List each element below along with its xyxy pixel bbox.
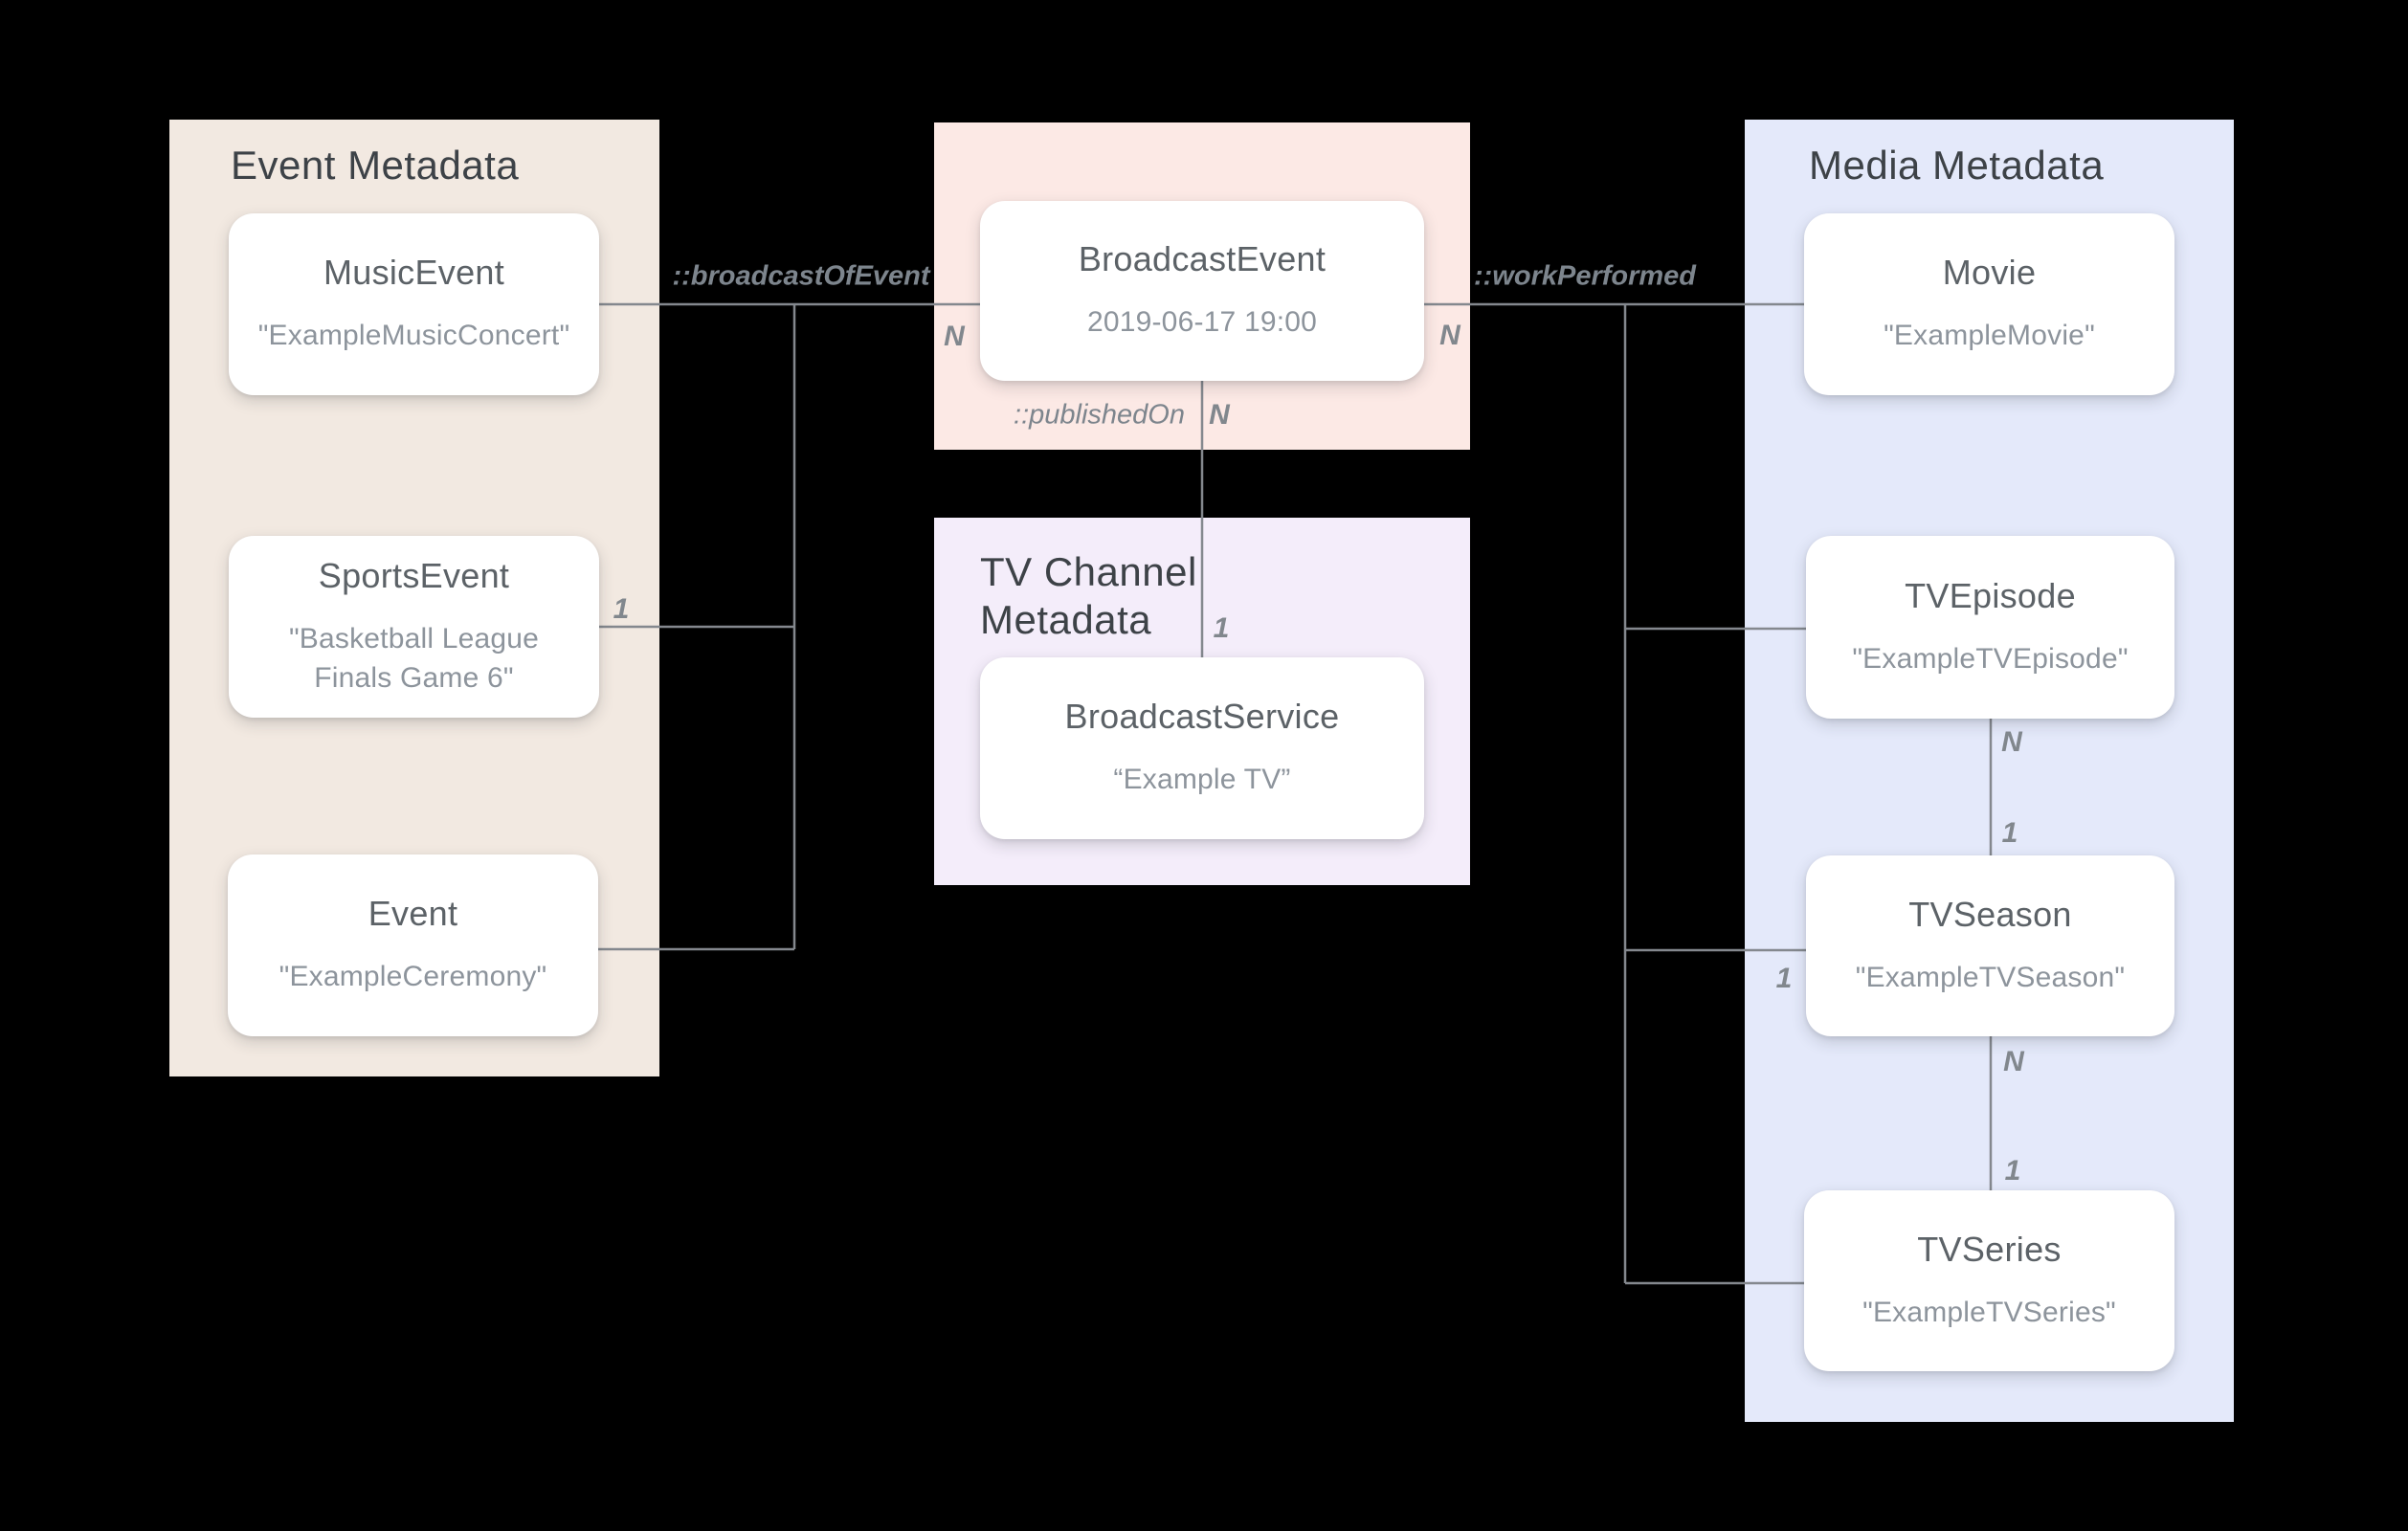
music-event-card-subtitle: "ExampleMusicConcert": [257, 320, 570, 352]
tv-channel-metadata-title: TV Channel Metadata: [980, 549, 1197, 642]
broadcast-event-card: BroadcastEvent 2019-06-17 19:00: [980, 201, 1424, 381]
tv-series-card-title: TVSeries: [1917, 1229, 2062, 1269]
cardinality-tv-season-trunk-one: 1: [1775, 963, 1793, 994]
tv-episode-card-title: TVEpisode: [1905, 575, 2076, 615]
tv-series-card: TVSeries "ExampleTVSeries": [1804, 1190, 2174, 1371]
sports-event-card: SportsEvent "Basketball League Finals Ga…: [229, 536, 599, 718]
broadcast-of-event-label: ::broadcastOfEvent: [672, 260, 930, 292]
tv-episode-card: TVEpisode "ExampleTVEpisode": [1806, 536, 2174, 719]
event-card-subtitle: "ExampleCeremony": [279, 961, 547, 993]
cardinality-published-on-one: 1: [1213, 612, 1230, 644]
cardinality-broadcast-right-n: N: [1439, 320, 1460, 351]
broadcast-event-card-title: BroadcastEvent: [1078, 239, 1327, 279]
movie-card-subtitle: "ExampleMovie": [1884, 320, 2095, 352]
tv-season-card-subtitle: "ExampleTVSeason": [1855, 961, 2126, 993]
broadcast-service-card: BroadcastService “Example TV”: [980, 657, 1424, 839]
tv-season-card-title: TVSeason: [1908, 894, 2072, 934]
cardinality-broadcast-left-n: N: [944, 321, 965, 352]
movie-card: Movie "ExampleMovie": [1804, 213, 2174, 395]
tv-episode-card-subtitle: "ExampleTVEpisode": [1852, 642, 2129, 675]
cardinality-published-on-n: N: [1209, 399, 1230, 431]
media-metadata-title: Media Metadata: [1809, 143, 2105, 188]
sports-event-card-title: SportsEvent: [318, 556, 510, 595]
cardinality-season-series-one: 1: [2004, 1155, 2021, 1187]
cardinality-sports-event-one: 1: [613, 593, 630, 625]
broadcast-service-card-title: BroadcastService: [1064, 697, 1340, 737]
broadcast-event-card-subtitle: 2019-06-17 19:00: [1086, 306, 1318, 339]
work-performed-label: ::workPerformed: [1473, 260, 1697, 292]
tv-season-card: TVSeason "ExampleTVSeason": [1806, 855, 2174, 1036]
cardinality-episode-season-one: 1: [2001, 817, 2018, 849]
sports-event-card-subtitle: "Basketball League Finals Game 6": [288, 623, 540, 694]
broadcast-service-card-subtitle: “Example TV”: [1113, 764, 1291, 796]
published-on-label: ::publishedOn: [1014, 399, 1185, 431]
cardinality-season-series-n: N: [2003, 1046, 2024, 1077]
movie-card-title: Movie: [1942, 253, 2037, 293]
music-event-card: MusicEvent "ExampleMusicConcert": [229, 213, 599, 395]
event-metadata-title: Event Metadata: [231, 143, 520, 188]
event-card-title: Event: [368, 894, 458, 934]
music-event-card-title: MusicEvent: [323, 253, 505, 293]
tv-series-card-subtitle: "ExampleTVSeries": [1862, 1296, 2116, 1328]
cardinality-episode-season-n: N: [2001, 726, 2022, 758]
event-card: Event "ExampleCeremony": [228, 854, 598, 1036]
